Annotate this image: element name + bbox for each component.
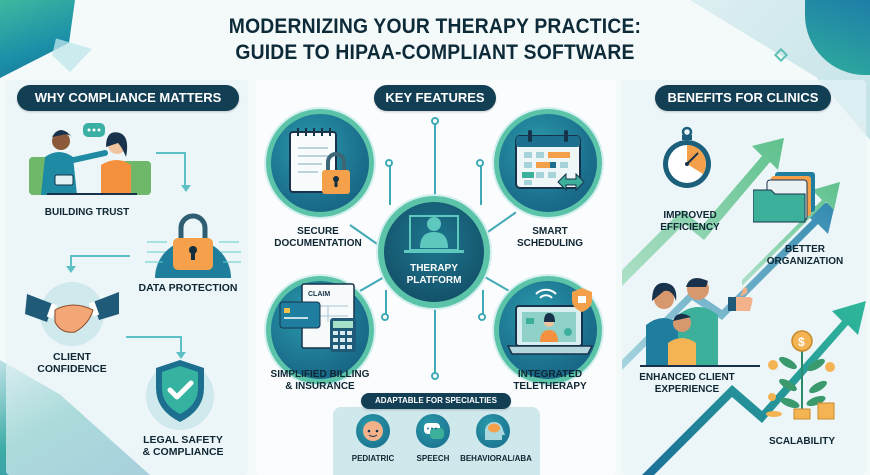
speech-bubbles-icon [416, 414, 450, 448]
folders-icon [753, 168, 817, 224]
connector-dot [381, 313, 389, 321]
label-line: CONFIDENCE [37, 363, 107, 375]
connector-dot [476, 159, 484, 167]
connector-line [480, 163, 482, 205]
label-line: SIMPLIFIED BILLING [270, 369, 370, 380]
scalability-label: SCALABILITY [768, 436, 836, 447]
label-line: ORGANIZATION [766, 256, 844, 267]
building-trust-label: BUILDING TRUST [44, 207, 130, 218]
label-line: & COMPLIANCE [142, 446, 224, 458]
arrow-down-icon [66, 266, 76, 273]
label-line: ENHANCED CLIENT [639, 372, 735, 383]
baby-face-icon [356, 414, 390, 448]
label-line: SCHEDULING [516, 238, 584, 249]
connector-line [434, 310, 436, 372]
brain-head-icon [476, 414, 510, 448]
compliance-header: WHY COMPLIANCE MATTERS [17, 85, 239, 111]
label-line: DOCUMENTATION [274, 238, 362, 249]
client-confidence-label: CLIENT CONFIDENCE [30, 351, 114, 375]
label-line: CLIENT [53, 351, 91, 363]
therapy-platform-label: THERAPY PLATFORM [398, 263, 470, 287]
money-plant-icon: $ [766, 329, 838, 423]
specialties-header: ADAPTABLE FOR SPECIALTIES [361, 393, 511, 409]
connector-dot [431, 372, 439, 380]
label-line: TELETHERAPY [513, 381, 587, 392]
label-line: EFFICIENCY [660, 222, 720, 233]
stopwatch-icon [658, 126, 716, 190]
therapist-client-icon [25, 117, 155, 201]
connector-line [434, 122, 436, 204]
benefits-header: BENEFITS FOR CLINICS [655, 85, 831, 111]
billing-label: SIMPLIFIED BILLING & INSURANCE [258, 369, 382, 393]
label-line: IMPROVED [663, 210, 717, 221]
features-header: KEY FEATURES [374, 85, 496, 111]
label-line: SECURE [297, 226, 339, 237]
label-line: LEGAL SAFETY [143, 434, 223, 446]
laptop-video-icon [504, 280, 596, 360]
label-line: SMART [532, 226, 568, 237]
label-line: THERAPY [410, 263, 458, 274]
arrow-down-icon [181, 185, 191, 192]
teletherapy-label: INTEGRATED TELETHERAPY [504, 369, 596, 393]
label-line: BETTER [785, 244, 825, 255]
claim-calculator-icon: CLAIM [278, 282, 370, 354]
flow-arrow-line [70, 255, 130, 269]
connector-dot [385, 159, 393, 167]
shield-check-icon [152, 358, 208, 424]
claim-text: CLAIM [308, 291, 330, 298]
smart-scheduling-label: SMART SCHEDULING [504, 226, 596, 250]
pediatric-label: PEDIATRIC [351, 454, 395, 463]
label-line: & INSURANCE [285, 381, 355, 392]
better-organization-label: BETTER ORGANIZATION [762, 244, 848, 268]
locked-notepad-icon [288, 126, 354, 198]
enhanced-client-experience-label: ENHANCED CLIENT EXPERIENCE [635, 372, 739, 396]
connector-dot [478, 313, 486, 321]
label-line: EXPERIENCE [654, 384, 720, 395]
flow-arrow-line [126, 336, 182, 354]
page-title: MODERNIZING YOUR THERAPY PRACTICE: GUIDE… [0, 14, 870, 66]
title-line-2: GUIDE TO HIPAA-COMPLIANT SOFTWARE [235, 41, 635, 64]
padlock-circuit-icon [143, 212, 243, 278]
growth-arrows [622, 120, 870, 475]
label-line: INTEGRATED [517, 369, 583, 380]
handshake-icon [25, 288, 121, 340]
svg-text:$: $ [798, 335, 805, 349]
speech-label: SPEECH [416, 454, 450, 463]
label-line: PLATFORM [406, 275, 462, 286]
improved-efficiency-label: IMPROVED EFFICIENCY [652, 210, 728, 234]
arrow-down-icon [176, 352, 186, 359]
behavioral-aba-label: BEHAVIORAL/ABA [460, 454, 532, 463]
title-line-1: MODERNIZING YOUR THERAPY PRACTICE: [228, 15, 642, 38]
family-thumbs-up-icon [640, 273, 760, 367]
legal-safety-label: LEGAL SAFETY & COMPLIANCE [128, 434, 238, 458]
flow-arrow-line [156, 152, 186, 186]
connector-line [482, 290, 484, 316]
connector-dot [431, 117, 439, 125]
calendar-icon [514, 128, 586, 194]
connector-line [389, 163, 391, 205]
connector-line [385, 290, 387, 316]
user-monitor-icon [404, 210, 464, 258]
data-protection-label: DATA PROTECTION [138, 282, 238, 294]
secure-documentation-label: SECURE DOCUMENTATION [262, 226, 374, 250]
